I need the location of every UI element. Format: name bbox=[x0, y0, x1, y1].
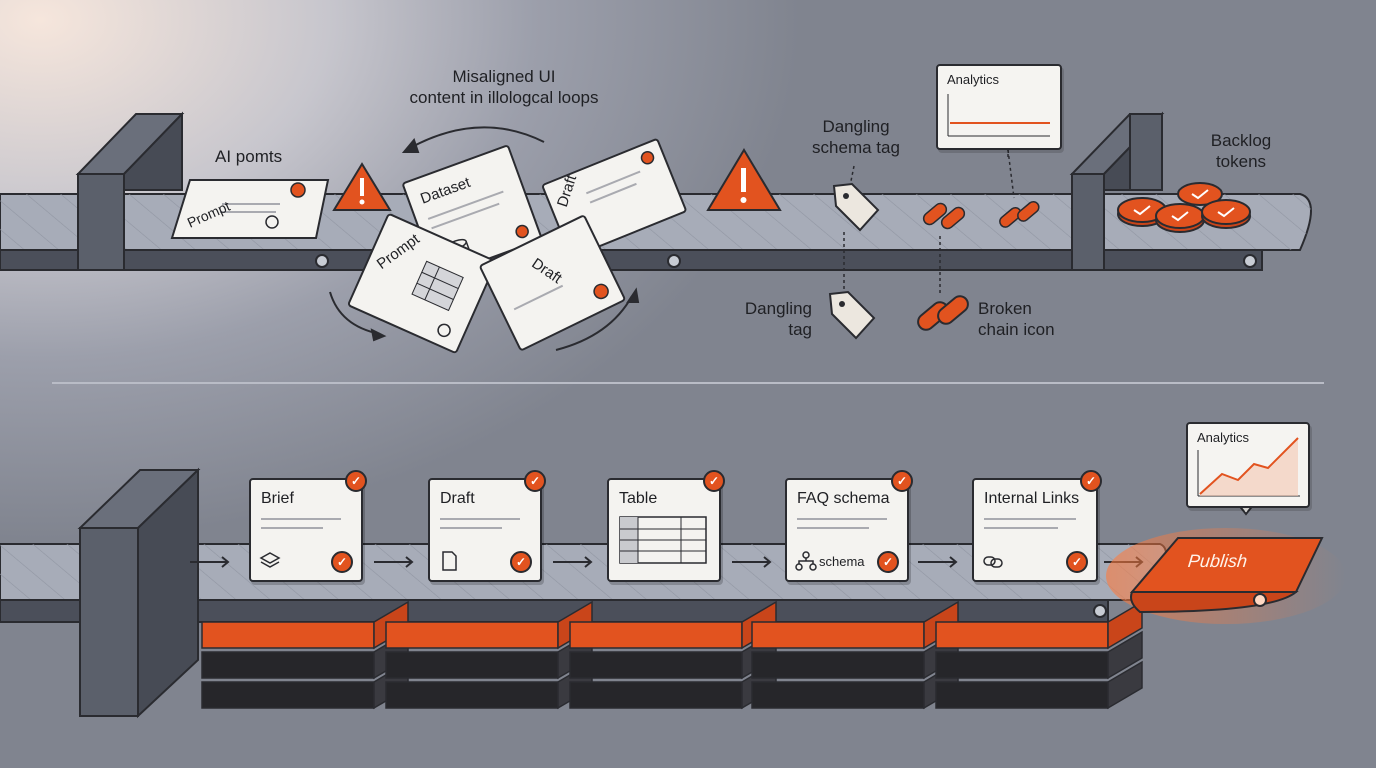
warning-icon bbox=[332, 162, 392, 211]
text-line bbox=[261, 518, 341, 520]
backlog-tokens bbox=[1117, 182, 1251, 233]
flow-arrowhead bbox=[949, 556, 958, 568]
text-line bbox=[984, 527, 1058, 529]
flow-arrows bbox=[190, 556, 1144, 568]
broken-chain-icon bbox=[999, 149, 1040, 228]
misaligned-label-line-1: Misaligned UI bbox=[452, 67, 556, 86]
ai-prompts-label: AI pomts bbox=[215, 147, 283, 166]
backlog-tokens-label-line-1: Backlog bbox=[1210, 131, 1272, 150]
text-line bbox=[797, 527, 869, 529]
backlog-tokens-label: Backlog tokens bbox=[1211, 130, 1271, 172]
stage-title: Internal Links bbox=[984, 490, 1080, 507]
dangling-tag-label-line-2: tag bbox=[788, 320, 812, 339]
section-divider bbox=[52, 382, 1324, 384]
check-icon: ✓ bbox=[877, 551, 899, 573]
check-icon: ✓ bbox=[345, 470, 367, 492]
broken-chain-icon-large bbox=[917, 295, 969, 331]
prompt-card-top: Prompt bbox=[170, 179, 330, 239]
prompt-card-tumbling: Prompt bbox=[347, 213, 497, 354]
bottom-left-gate bbox=[77, 467, 201, 719]
check-icon: ✓ bbox=[1080, 470, 1102, 492]
loop-arrows bbox=[329, 126, 640, 351]
stage-card-brief: Brief ✓ ✓ bbox=[249, 470, 367, 582]
misaligned-label: Misaligned UI content in illologcal loop… bbox=[409, 66, 598, 108]
document-icon bbox=[438, 550, 460, 577]
stage-card-draft: Draft ✓ ✓ bbox=[428, 470, 546, 582]
check-icon: ✓ bbox=[331, 551, 353, 573]
publish-label: Publish bbox=[1187, 551, 1249, 571]
stage-subtitle: schema bbox=[819, 554, 865, 569]
base-block bbox=[569, 630, 777, 680]
stage-title: Table bbox=[619, 490, 658, 507]
base-block bbox=[935, 660, 1143, 710]
broken-chain-label-line-1: Broken bbox=[978, 299, 1032, 318]
misaligned-label-line-2: content in illologcal loops bbox=[409, 88, 599, 107]
dangling-tag-label-line-1: Dangling bbox=[744, 299, 812, 318]
analytics-panel-rising: Analytics bbox=[1186, 422, 1310, 508]
broken-chain-label-line-2: chain icon bbox=[978, 320, 1055, 339]
broken-chain-label: Broken chain icon bbox=[978, 298, 1055, 340]
base-block bbox=[935, 600, 1143, 650]
broken-chain-icon bbox=[922, 202, 966, 296]
analytics-panel-flat: Analytics bbox=[936, 64, 1062, 150]
flow-arrowhead bbox=[221, 556, 230, 568]
stage-card-table: Table ✓ bbox=[607, 470, 725, 582]
dangling-schema-tag-label: Dangling schema tag bbox=[812, 116, 900, 158]
check-icon: ✓ bbox=[524, 470, 546, 492]
text-line bbox=[984, 518, 1076, 520]
rising-line-chart-icon bbox=[1197, 437, 1300, 497]
link-icon bbox=[982, 550, 1004, 577]
text-line bbox=[440, 527, 502, 529]
warning-icon bbox=[706, 148, 782, 211]
analytics-panel-rising-title: Analytics bbox=[1197, 430, 1250, 445]
stage-title: FAQ schema bbox=[797, 490, 890, 507]
dangling-schema-tag-label-line-2: schema tag bbox=[812, 138, 900, 157]
check-icon: ✓ bbox=[703, 470, 725, 492]
check-icon: ✓ bbox=[510, 551, 532, 573]
layers-icon bbox=[259, 550, 281, 577]
top-right-gate bbox=[1069, 111, 1165, 271]
schema-tree-icon bbox=[795, 550, 817, 577]
dangling-schema-tag-label-line-1: Dangling bbox=[822, 117, 890, 136]
text-line bbox=[797, 518, 887, 520]
belt-base-blocks bbox=[201, 600, 1143, 710]
flow-arrowhead bbox=[584, 556, 593, 568]
dangling-schema-tag-icon bbox=[832, 165, 880, 290]
flow-arrowhead bbox=[405, 556, 414, 568]
dangling-tag-label: Dangling tag bbox=[740, 298, 812, 340]
flat-line-chart-icon bbox=[947, 94, 1050, 137]
analytics-panel-flat-title: Analytics bbox=[947, 72, 1000, 87]
stage-title: Brief bbox=[261, 490, 294, 507]
flow-arrowhead bbox=[763, 556, 772, 568]
base-block bbox=[935, 630, 1143, 680]
check-icon: ✓ bbox=[891, 470, 913, 492]
backlog-tokens-label-line-2: tokens bbox=[1215, 152, 1267, 171]
text-line bbox=[440, 518, 520, 520]
top-conveyor bbox=[0, 193, 1312, 271]
top-left-gate bbox=[75, 111, 185, 271]
stage-card-faq-schema: FAQ schema✓schema✓ bbox=[785, 470, 913, 582]
table-icon bbox=[619, 516, 707, 564]
stage-title: Draft bbox=[440, 490, 475, 507]
text-line bbox=[261, 527, 323, 529]
check-icon: ✓ bbox=[1066, 551, 1088, 573]
stage-card-internal-links: Internal Links✓✓ bbox=[972, 470, 1102, 582]
publish-pad bbox=[1106, 528, 1346, 624]
draft-card-tumbling: Draft bbox=[479, 215, 626, 351]
dangling-tag-icon bbox=[828, 290, 876, 340]
